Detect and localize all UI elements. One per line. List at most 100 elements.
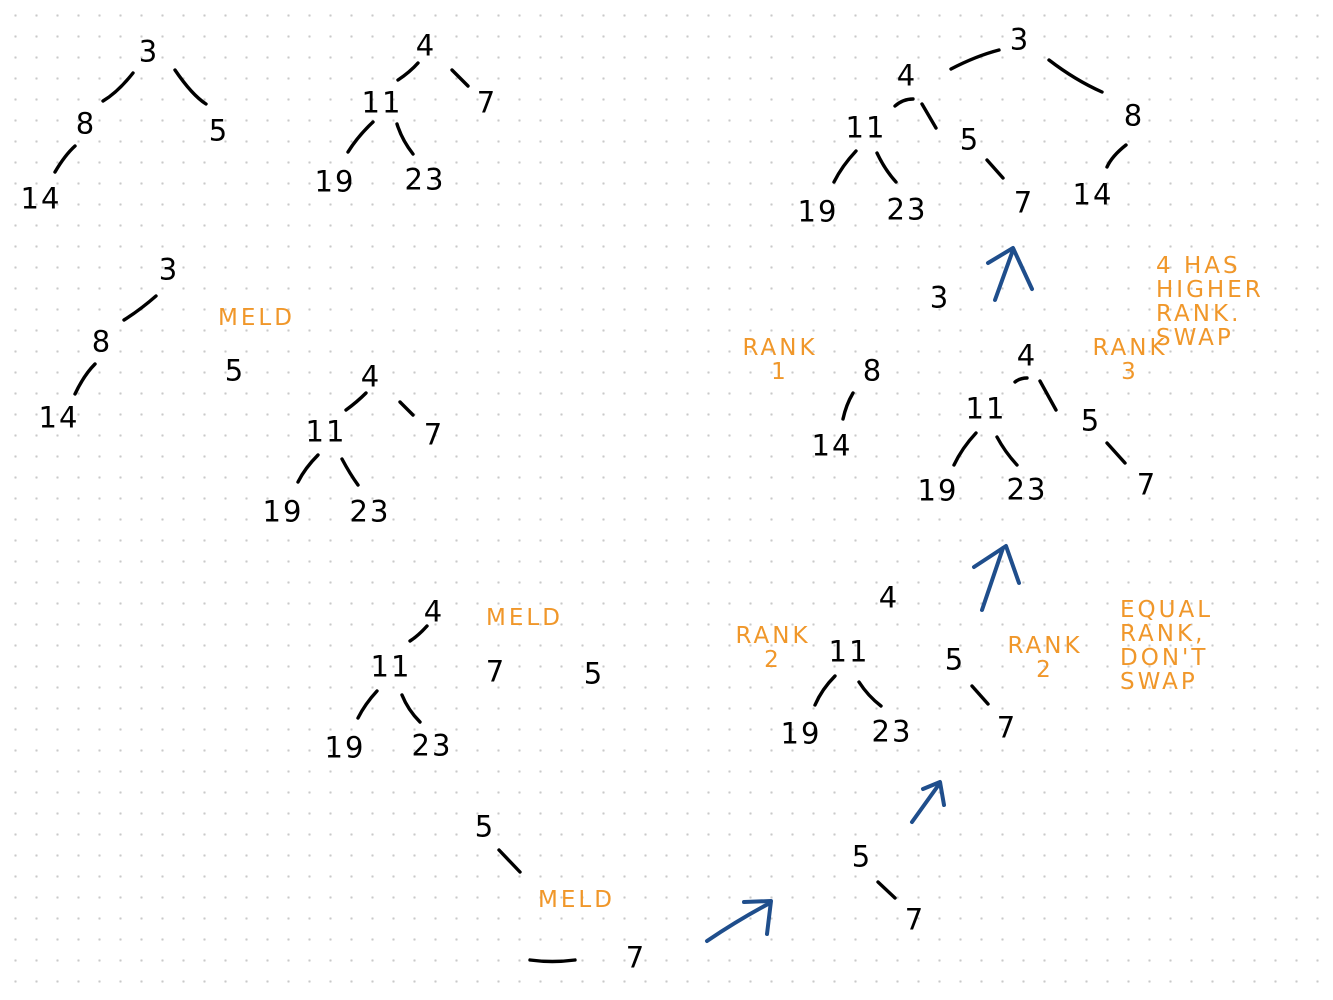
heap-node: 8: [75, 106, 97, 141]
heap-node: 4: [1016, 338, 1038, 373]
edge: [497, 848, 522, 874]
rank-annotation: RANK 2: [1007, 634, 1082, 682]
edge: [398, 400, 415, 417]
edge: [528, 958, 577, 964]
note-line: SWAP: [1120, 669, 1198, 696]
rank-annotation: RANK 1: [742, 336, 817, 384]
arrow-icon: [910, 780, 946, 824]
heap-node: 11: [828, 634, 870, 669]
rank-value: 1: [771, 359, 789, 386]
edge: [122, 294, 158, 322]
edge: [920, 102, 938, 130]
edge: [841, 391, 855, 421]
heap-node: 23: [886, 192, 928, 227]
heap-node: 14: [811, 428, 853, 463]
arrow-icon: [705, 899, 773, 943]
rank-annotation: RANK 2: [735, 624, 810, 672]
rank-label: RANK: [1092, 335, 1168, 361]
edge: [949, 48, 1001, 71]
heap-node: 5: [1080, 403, 1102, 438]
heap-node: 11: [965, 391, 1007, 426]
arrow-icon: [972, 544, 1021, 612]
heap-node: 4: [415, 28, 437, 63]
heap-node: 5: [474, 809, 496, 844]
rank-value: 2: [764, 647, 782, 674]
heap-node: 3: [1009, 22, 1031, 57]
note-line: EQUAL: [1120, 597, 1214, 623]
edge: [344, 391, 368, 412]
heap-node: 7: [904, 902, 926, 937]
heap-node: 4: [896, 58, 918, 93]
note-line: DON'T: [1120, 645, 1209, 672]
heap-node: 5: [944, 642, 966, 677]
meld-label: MELD: [218, 305, 295, 331]
edge: [985, 158, 1005, 180]
edge: [450, 68, 470, 88]
heap-node: 3: [158, 252, 180, 287]
rank-value: 2: [1036, 657, 1054, 684]
heap-node: 3: [138, 34, 160, 69]
rank-annotation: RANK 3: [1092, 336, 1167, 384]
heap-node: 8: [1123, 98, 1145, 133]
edge: [340, 457, 360, 487]
edge: [995, 435, 1019, 467]
heap-node: 7: [1136, 467, 1158, 502]
heap-node: 11: [845, 110, 887, 145]
rank-label: RANK: [1007, 633, 1083, 659]
edge: [396, 61, 420, 82]
rank-value: 3: [1121, 359, 1139, 386]
edge: [356, 689, 379, 720]
heap-node: 3: [929, 280, 951, 315]
edge: [832, 149, 858, 184]
heap-node: 23: [411, 728, 453, 763]
heap-node: 7: [996, 710, 1018, 745]
heap-node: 5: [959, 122, 981, 157]
rank-label: RANK: [742, 335, 818, 361]
heap-node: 4: [423, 594, 445, 629]
edge: [346, 120, 375, 154]
edge: [73, 362, 97, 396]
note-line: SWAP: [1156, 325, 1234, 352]
edge: [1047, 58, 1104, 94]
edge: [1105, 143, 1128, 169]
heap-node: 14: [38, 400, 80, 435]
note-line: RANK,: [1120, 621, 1206, 648]
edge: [952, 431, 978, 467]
heap-node: 23: [1006, 472, 1048, 507]
heap-node: 7: [423, 417, 445, 452]
edge: [395, 122, 415, 156]
equal-rank-note: EQUAL RANK, DON'T SWAP: [1120, 598, 1213, 695]
higher-rank-note: 4 HAS HIGHER RANK. SWAP: [1156, 254, 1264, 351]
meld-label: MELD: [538, 887, 615, 913]
note-line: RANK.: [1156, 301, 1242, 328]
heap-node: 19: [324, 730, 366, 765]
heap-node: 5: [224, 353, 246, 388]
edge: [970, 684, 990, 706]
edge: [813, 674, 837, 707]
heap-node: 7: [485, 654, 507, 689]
note-line: HIGHER: [1156, 277, 1264, 304]
edge: [101, 71, 135, 103]
note-line: 4 HAS: [1156, 253, 1241, 279]
heap-node: 4: [360, 359, 382, 394]
heap-node: 23: [349, 494, 391, 529]
arrow-icon: [986, 246, 1034, 302]
edge: [1013, 376, 1029, 384]
heap-node: 14: [20, 181, 62, 216]
heap-node: 19: [780, 716, 822, 751]
heap-node: 23: [404, 162, 446, 197]
rank-label: RANK: [735, 623, 811, 649]
heap-node: 5: [583, 656, 605, 691]
heap-node: 14: [1072, 177, 1114, 212]
edge: [875, 151, 898, 184]
heap-node: 23: [871, 714, 913, 749]
heap-node: 19: [262, 494, 304, 529]
edge: [893, 97, 915, 108]
heap-node: 11: [305, 414, 347, 449]
edge: [173, 68, 208, 106]
edge: [1038, 379, 1058, 412]
edge: [1105, 441, 1127, 465]
meld-label: MELD: [486, 605, 563, 631]
